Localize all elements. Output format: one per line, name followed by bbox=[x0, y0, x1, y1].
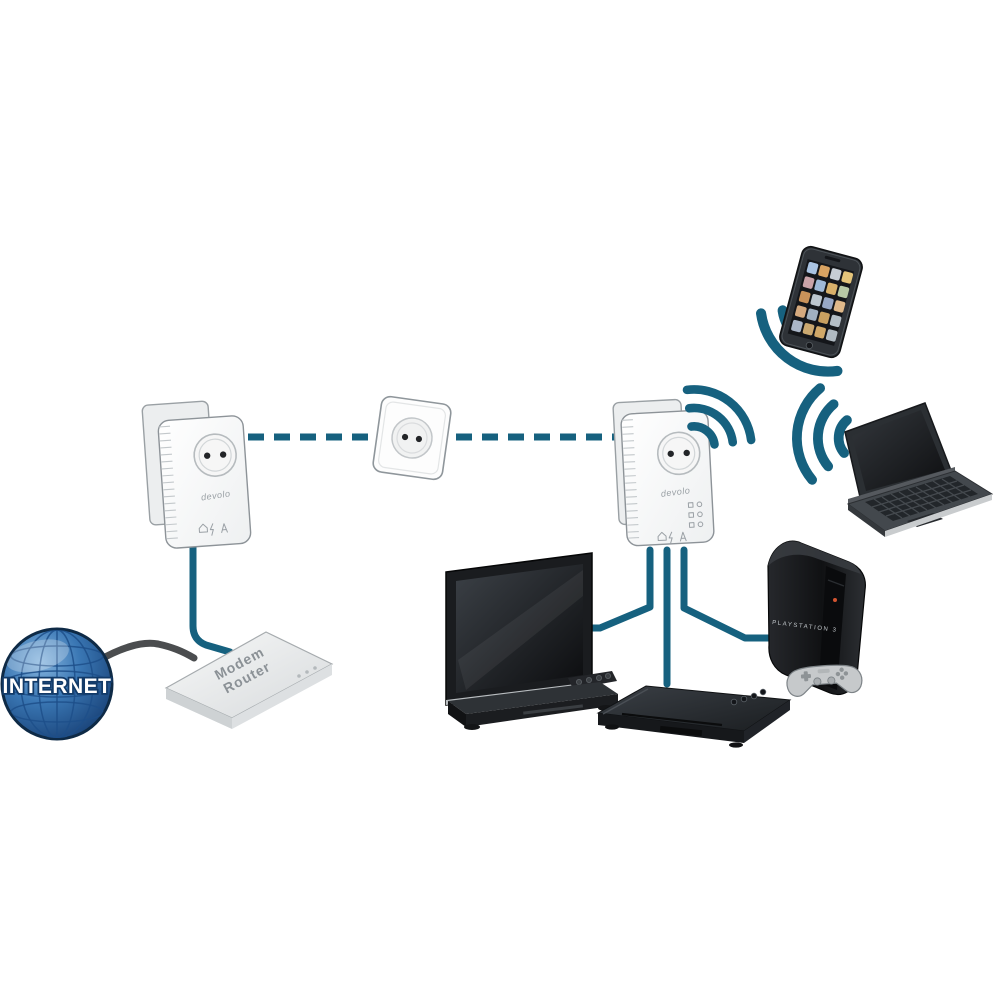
internet-globe: INTERNET bbox=[0, 627, 114, 741]
game-controller bbox=[786, 664, 863, 697]
led-indicator-icons bbox=[687, 501, 704, 528]
globe-grid bbox=[3, 630, 111, 738]
playstation-3: PLAYSTATION 3 bbox=[767, 540, 866, 697]
smartphone bbox=[749, 245, 863, 387]
tv-stand-top bbox=[448, 682, 618, 714]
bluray-player bbox=[596, 685, 792, 748]
phone-app-grid bbox=[791, 261, 854, 342]
modem-router: Modem Router bbox=[164, 631, 334, 729]
powerline-adapter-left: devolo bbox=[141, 400, 252, 549]
laptop bbox=[793, 386, 994, 537]
ps3-front-panel bbox=[819, 566, 846, 690]
phone-home-button bbox=[805, 341, 813, 350]
phone-speaker bbox=[824, 255, 841, 263]
integrated-socket bbox=[193, 433, 237, 477]
controller-stick-right bbox=[827, 676, 836, 685]
adapter-right-brand-label: devolo bbox=[660, 485, 691, 499]
wifi-signal-icon bbox=[793, 386, 849, 482]
controller-stick-left bbox=[813, 677, 822, 686]
ethernet-cable-router-to-adapter bbox=[189, 542, 234, 656]
ps3-disc-slot bbox=[827, 579, 845, 587]
ps3-power-led bbox=[833, 598, 837, 602]
ethernet-cable-adapter-to-ps3 bbox=[680, 546, 779, 642]
tv bbox=[445, 552, 618, 730]
controller-buttons bbox=[835, 667, 849, 680]
laptop-screen bbox=[852, 410, 945, 491]
adapter-left-brand-label: devolo bbox=[200, 488, 231, 502]
wall-socket bbox=[372, 395, 452, 481]
powerline-wifi-adapter-right: devolo bbox=[612, 377, 762, 547]
internet-cable bbox=[92, 639, 198, 666]
ethernet-cable-adapter-to-tv bbox=[588, 546, 654, 632]
indicator-glyphs bbox=[657, 531, 687, 545]
controller-dpad bbox=[800, 671, 812, 682]
router-led-dots bbox=[297, 666, 317, 678]
av-unit-knobs bbox=[576, 673, 612, 686]
player-display bbox=[659, 725, 703, 737]
internet-label: INTERNET bbox=[3, 675, 112, 698]
player-buttons bbox=[730, 688, 767, 706]
indicator-glyphs bbox=[198, 523, 229, 536]
integrated-socket bbox=[656, 431, 701, 476]
disc-slot bbox=[621, 712, 723, 727]
